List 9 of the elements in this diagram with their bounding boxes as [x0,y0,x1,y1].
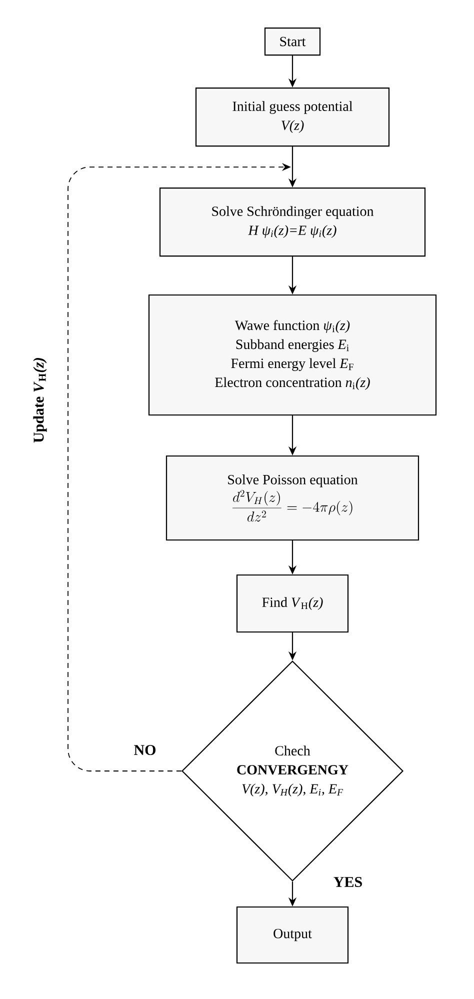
process-box: Start [264,27,321,56]
process-box: Wawe function ψ$_{i}$(z) Subband energies E$_{i}$ Fermi energy level E$_{F}$ Electron concentration n$_{i}$(z) [148,294,437,416]
process-box: Solve Poisson equation $\frac{d^{2}V_{H}(z)}{dz^{2}} = -4\pi\rho(z)$ [166,455,420,541]
process-box: Initial guess potential V(z) [195,87,390,147]
process-box: Output [236,906,349,964]
edge-label: NO [134,744,156,756]
side-label: Update V$_{H}$(z) [33,358,47,443]
process-box: Find V$_{H}$(z) [236,574,349,633]
process-box: Solve Schröndinger equation H ψ$_{i}$(z)=E ψ$_{i}$(z) [159,187,426,257]
